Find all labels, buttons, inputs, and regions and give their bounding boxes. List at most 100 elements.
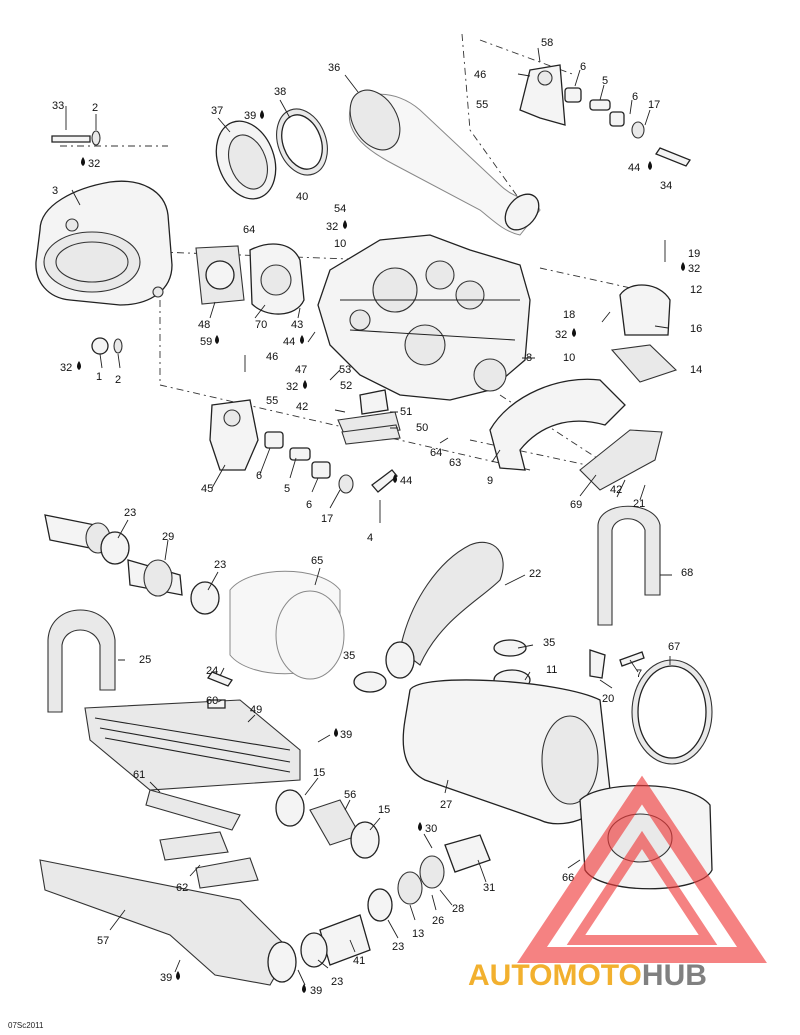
callout-26: 26 — [432, 915, 444, 927]
callout-32: 32 — [286, 381, 298, 393]
callout-63: 63 — [449, 457, 461, 469]
callout-31: 31 — [483, 882, 495, 894]
drop-icon — [343, 220, 347, 229]
bracket-69 — [579, 429, 663, 491]
callout-18: 18 — [563, 309, 575, 321]
callout-11: 11 — [546, 664, 557, 676]
callout-23: 23 — [331, 976, 343, 988]
diagram-code: 07Sc2011 — [8, 1021, 44, 1030]
callout-56: 56 — [344, 789, 356, 801]
callout-58: 58 — [541, 37, 553, 49]
drop-icon — [260, 110, 264, 119]
callout-57: 57 — [97, 935, 109, 947]
callout-2: 2 — [115, 374, 121, 386]
callout-44: 44 — [628, 162, 640, 174]
callout-23: 23 — [392, 941, 404, 953]
callout-40: 40 — [296, 191, 308, 203]
callout-19: 19 — [688, 248, 700, 260]
callout-44: 44 — [283, 336, 295, 348]
tailpipe-57 — [39, 859, 291, 986]
callout-38: 38 — [274, 86, 286, 98]
drop-icon — [81, 157, 85, 166]
callout-5: 5 — [284, 483, 290, 495]
lower-assembly — [39, 505, 713, 986]
drop-icon — [77, 361, 81, 370]
callout-32: 32 — [326, 221, 338, 233]
watermark-triangle-icon — [517, 775, 767, 963]
drop-icon — [176, 971, 180, 980]
callout-48: 48 — [198, 319, 210, 331]
callout-36: 36 — [328, 62, 340, 74]
callout-42: 42 — [296, 401, 308, 413]
callout-67: 67 — [668, 641, 680, 653]
callout-46: 46 — [474, 69, 486, 81]
callout-64: 64 — [430, 447, 442, 459]
callout-7: 7 — [636, 668, 642, 680]
strap-68 — [597, 505, 661, 626]
drop-icon — [334, 728, 338, 737]
callout-44: 44 — [400, 475, 412, 487]
callout-17: 17 — [321, 513, 333, 525]
callout-32: 32 — [88, 158, 100, 170]
callout-68: 68 — [681, 567, 693, 579]
callout-13: 13 — [412, 928, 424, 940]
callout-39: 39 — [310, 985, 322, 997]
mount-45 — [209, 399, 259, 471]
callout-25: 25 — [139, 654, 151, 666]
callout-15: 15 — [313, 767, 325, 779]
callout-35: 35 — [343, 650, 355, 662]
callout-30: 30 — [425, 823, 437, 835]
callout-32: 32 — [555, 329, 567, 341]
drop-icon — [572, 328, 576, 337]
bracket-58 — [519, 64, 566, 126]
callout-39: 39 — [340, 729, 352, 741]
drop-icon — [215, 335, 219, 344]
callout-24: 24 — [206, 665, 218, 677]
callout-1: 1 — [96, 371, 102, 383]
callout-42: 42 — [610, 484, 622, 496]
callout-39: 39 — [244, 110, 256, 122]
callout-9: 9 — [487, 475, 493, 487]
callout-51: 51 — [400, 406, 412, 418]
callout-62: 62 — [176, 882, 188, 894]
callout-41: 41 — [353, 955, 365, 967]
callout-4: 4 — [367, 532, 373, 544]
callout-65: 65 — [311, 555, 323, 567]
callout-35: 35 — [543, 637, 555, 649]
watermark-hub: HUB — [642, 959, 707, 992]
watermark-logo: AUTOMOTOHUB — [468, 775, 767, 992]
drop-icon — [648, 161, 652, 170]
callout-15: 15 — [378, 804, 390, 816]
callout-64: 64 — [243, 224, 255, 236]
callout-14: 14 — [690, 364, 702, 376]
callout-47: 47 — [295, 364, 307, 376]
callout-3: 3 — [52, 185, 58, 197]
svg-text:AUTOMOTOHUB: AUTOMOTOHUB — [468, 959, 707, 992]
callout-6: 6 — [306, 499, 312, 511]
callout-23: 23 — [124, 507, 136, 519]
callout-labels: 33 2 32 3 37 38 39 36 40 64 54 32 10 58 … — [52, 37, 702, 997]
drop-markers — [77, 110, 685, 993]
callout-29: 29 — [162, 531, 174, 543]
shield-9 — [489, 378, 626, 471]
leader-lines — [65, 47, 672, 986]
callout-8: 8 — [526, 352, 532, 364]
watermark-moto: MOTO — [552, 959, 641, 992]
drop-icon — [681, 262, 685, 271]
callout-52: 52 — [340, 380, 352, 392]
callout-2: 2 — [92, 102, 98, 114]
callout-55: 55 — [476, 99, 488, 111]
drop-icon — [418, 822, 422, 831]
callout-70: 70 — [255, 319, 267, 331]
callout-33: 33 — [52, 100, 64, 112]
callout-43: 43 — [291, 319, 303, 331]
callout-69: 69 — [570, 499, 582, 511]
callout-34: 34 — [660, 180, 672, 192]
callout-39: 39 — [160, 972, 172, 984]
callout-28: 28 — [452, 903, 464, 915]
drop-icon — [302, 984, 306, 993]
drop-icon — [303, 380, 307, 389]
callout-10: 10 — [334, 238, 346, 250]
callout-61: 61 — [133, 769, 145, 781]
